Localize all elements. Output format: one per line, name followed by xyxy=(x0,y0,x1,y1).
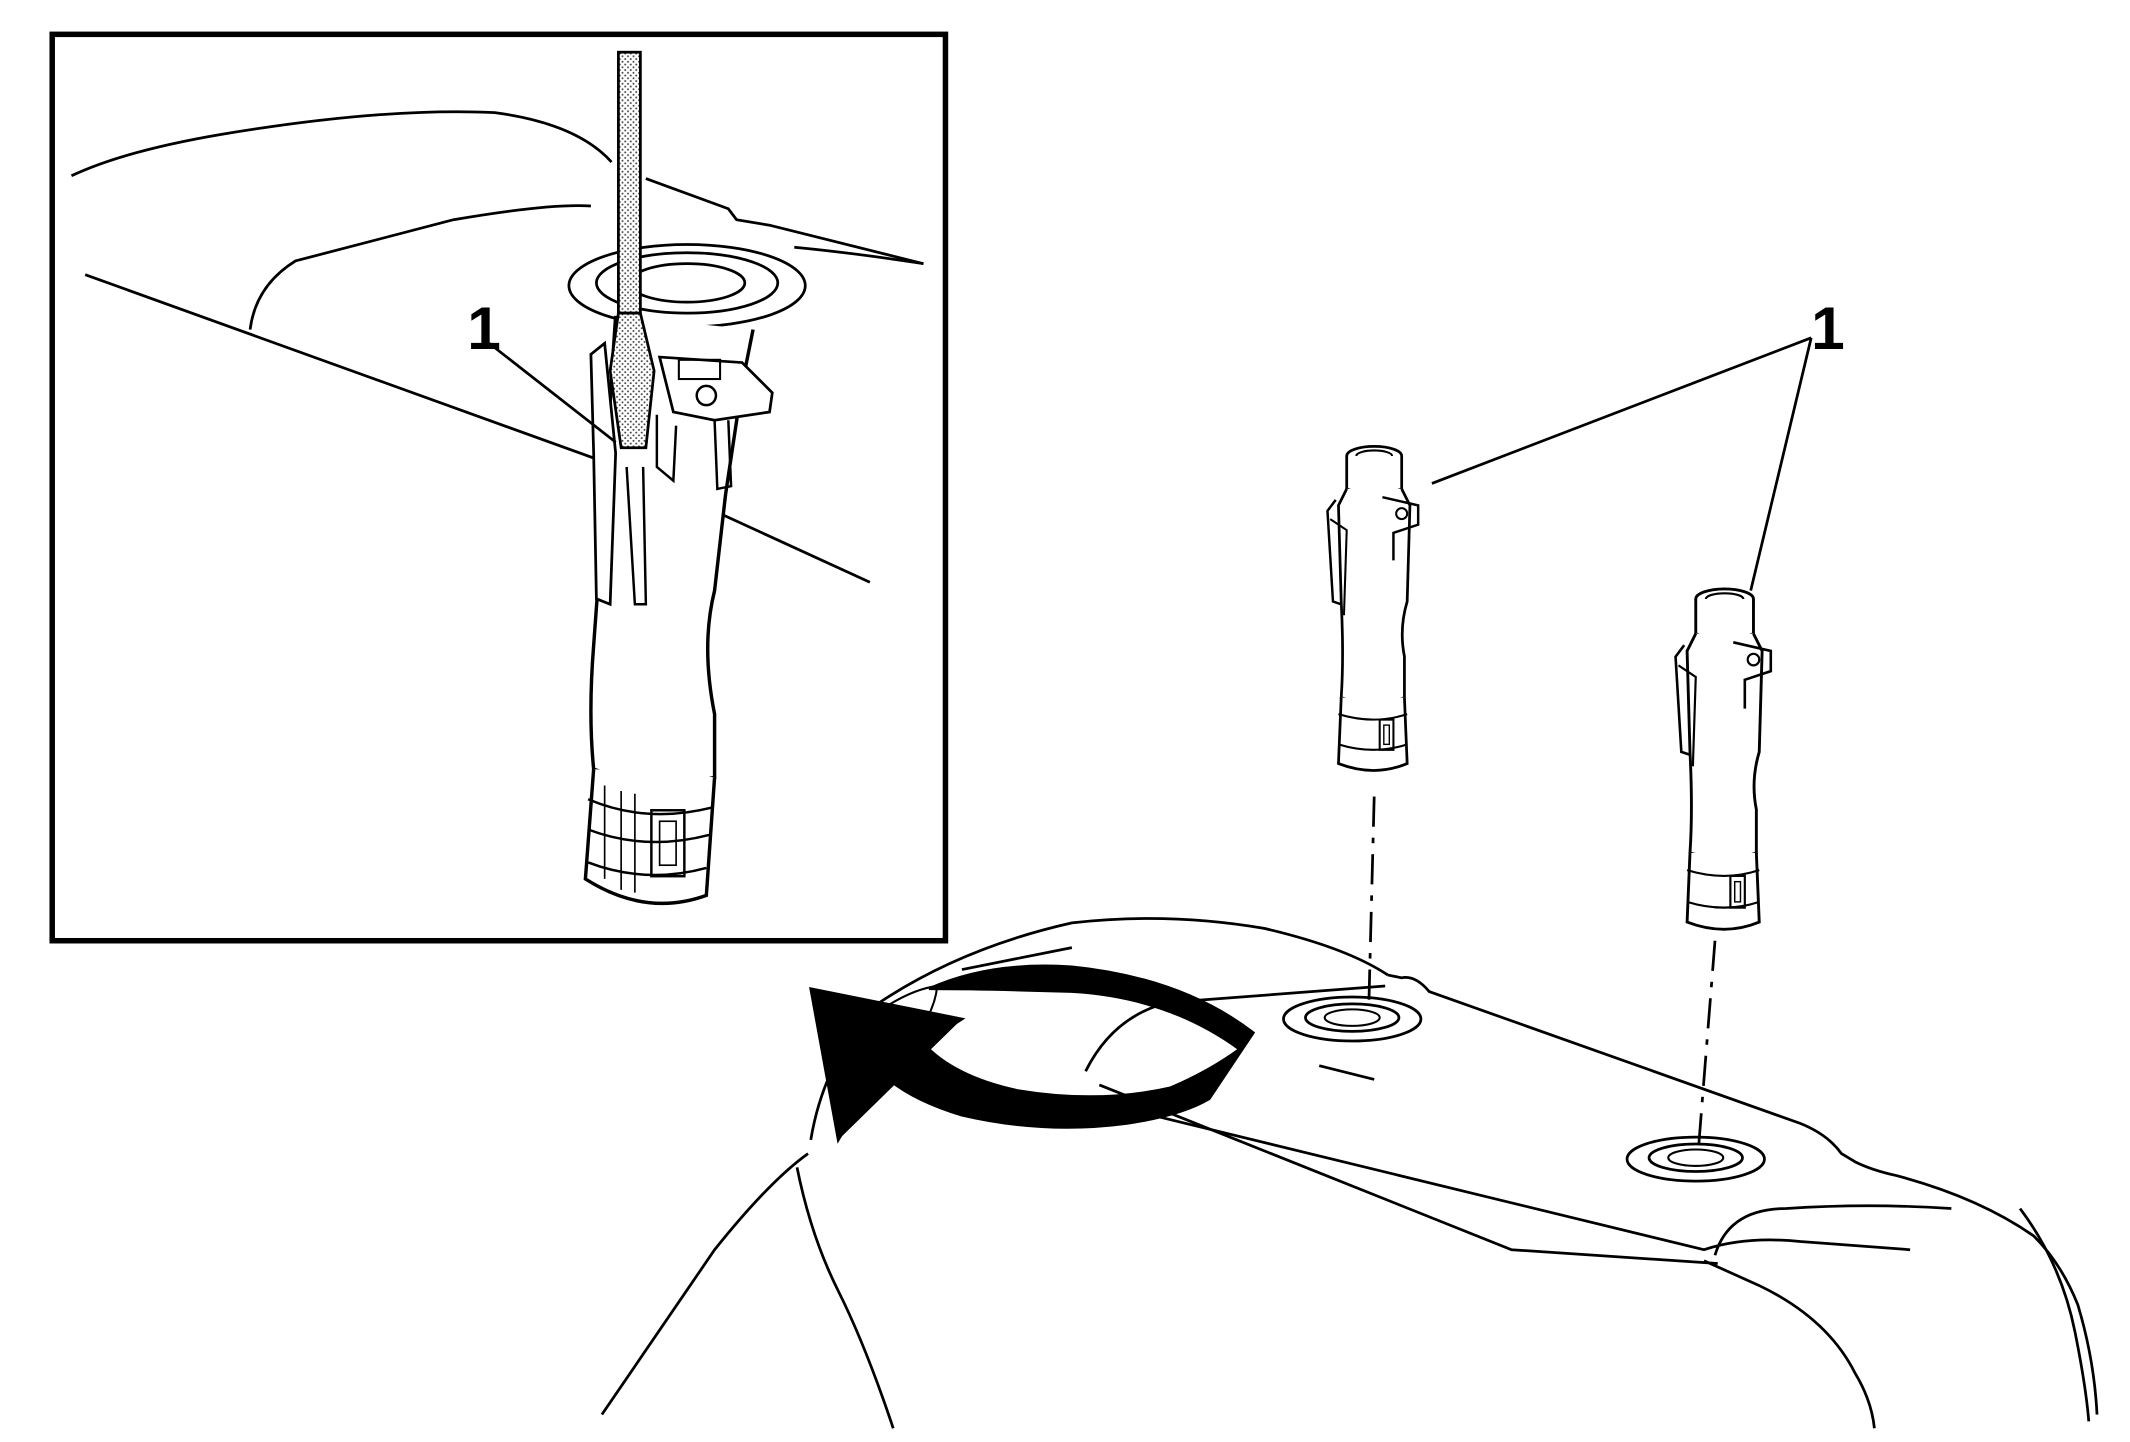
rotation-arrow-icon xyxy=(809,964,1256,1144)
mounting-hole-left xyxy=(1282,995,1423,1043)
mounting-hole-right xyxy=(1625,1135,1766,1183)
inset-callout-leader xyxy=(488,342,617,444)
screwdriver-icon xyxy=(608,50,656,450)
guide-sleeve-left xyxy=(1326,444,1420,772)
detail-inset: 1 xyxy=(49,31,949,944)
inset-callout-number: 1 xyxy=(467,294,501,362)
main-callout-number: 1 xyxy=(1811,294,1845,362)
main-callout-leader-left xyxy=(1431,336,1812,485)
inset-seat-contour xyxy=(70,110,613,178)
guide-sleeve-right xyxy=(1674,587,1773,931)
alignment-line-left xyxy=(1367,796,1376,1011)
main-callout-leader-right xyxy=(1749,337,1813,591)
main-view: 1 xyxy=(600,294,2099,1429)
alignment-line-right xyxy=(1697,940,1717,1149)
inset-frame xyxy=(49,31,949,944)
seat-back xyxy=(600,917,2099,1429)
